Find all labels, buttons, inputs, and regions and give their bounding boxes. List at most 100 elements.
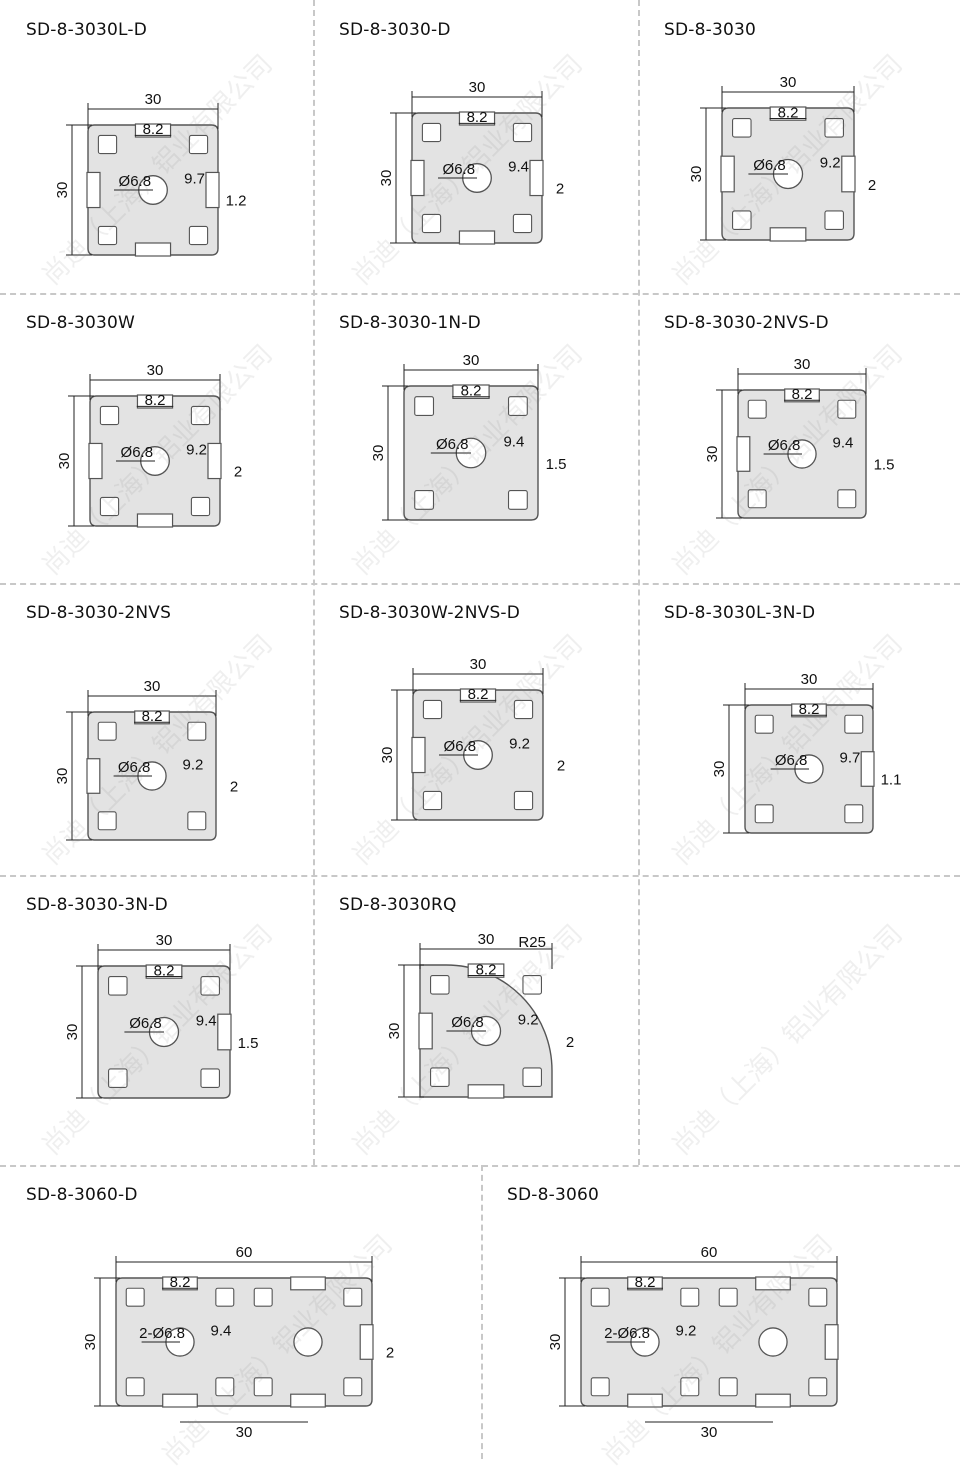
hole-label: Ø6.8 (753, 157, 786, 174)
dimension-a-label: 9.2 (509, 736, 530, 753)
height-label: 30 (64, 1024, 81, 1041)
profile-slot (86, 758, 101, 794)
profile-slot (290, 1276, 326, 1291)
divider (481, 1165, 483, 1459)
profile-slot (769, 227, 807, 242)
profile-cavity (200, 976, 220, 996)
divider (0, 583, 960, 585)
dimension-a-label: 9.2 (186, 442, 207, 459)
profile-cavity (187, 811, 207, 831)
profile-body (115, 1276, 374, 1408)
divider (0, 293, 960, 295)
dimension-b-label: 2 (386, 1344, 394, 1361)
profile-cavity (97, 811, 117, 831)
profile-cavity (200, 1068, 220, 1088)
profile-body (97, 964, 232, 1099)
width-label: 30 (156, 932, 173, 949)
slot-label: 8.2 (792, 386, 813, 403)
profile-slot (755, 1393, 791, 1408)
profile-cavity (844, 804, 864, 824)
hole-label: Ø6.8 (129, 1015, 162, 1032)
dimension-b-label: 1.5 (238, 1035, 259, 1052)
profile-slot (136, 513, 174, 528)
profile-cavity (125, 1377, 145, 1397)
profile-title: SD-8-3030L-3N-D (664, 603, 816, 623)
profile-slot (162, 1393, 198, 1408)
profile-slot (452, 384, 490, 399)
profile-slot (290, 1393, 326, 1408)
profile-title: SD-8-3060 (507, 1185, 600, 1205)
radius-label: R25 (518, 934, 546, 951)
profile-slot (88, 442, 103, 480)
height-label: 30 (386, 1023, 403, 1040)
profile-cavity (97, 721, 117, 741)
profile-cavity (414, 489, 435, 510)
dimension-a-label: 9.4 (211, 1323, 232, 1340)
profile-outline (580, 1277, 838, 1407)
slot-label: 8.2 (145, 392, 166, 409)
profile-cavity (421, 122, 442, 143)
hole-label: Ø6.8 (444, 738, 477, 755)
profile-cavity (808, 1287, 828, 1307)
profile-cavity (754, 714, 774, 734)
profile-cavity (97, 134, 118, 155)
slot-label: 8.2 (778, 104, 799, 121)
height-label: 30 (56, 453, 73, 470)
profile-slot (769, 106, 807, 121)
profile-slot (529, 159, 544, 197)
profile-cavity (215, 1377, 235, 1397)
dimension-b-label: 1.5 (874, 456, 895, 473)
profile-slot (791, 703, 827, 718)
slot-label: 8.2 (170, 1274, 191, 1291)
width-label: 60 (701, 1244, 718, 1261)
hole-label: Ø6.8 (775, 752, 808, 769)
profile-slot (458, 230, 496, 245)
width-label: 30 (144, 678, 161, 695)
profile-slot (162, 1276, 198, 1291)
profile-cavity (680, 1377, 700, 1397)
hole-label: Ø6.8 (121, 444, 154, 461)
dimension-a-label: 9.2 (518, 1011, 539, 1028)
profile-cavity (422, 790, 443, 811)
profile-cavity (747, 489, 767, 509)
slot-label: 8.2 (467, 109, 488, 126)
profile-outline (115, 1277, 373, 1407)
profile-cavity (99, 496, 120, 517)
width-label: 60 (236, 1244, 253, 1261)
profile-cavity (421, 213, 442, 234)
profile-cavity (824, 210, 844, 230)
profile-slot (784, 388, 820, 403)
width-label: 30 (470, 656, 487, 673)
dimension-a-label: 9.7 (184, 171, 205, 188)
profile-slot (841, 155, 856, 193)
slot-label: 8.2 (461, 382, 482, 399)
profile-cavity (507, 396, 528, 417)
profile-title: SD-8-3030W (26, 313, 136, 333)
hole-label: 2-Ø6.8 (139, 1325, 185, 1342)
profile-cavity (187, 721, 207, 741)
profile-cavity (680, 1287, 700, 1307)
profile-title: SD-8-3030 (664, 20, 757, 40)
width-label: 30 (801, 671, 818, 688)
profile-cavity (125, 1287, 145, 1307)
pitch-label: 30 (236, 1424, 253, 1441)
profile-cavity (837, 489, 857, 509)
profile-cavity (513, 699, 534, 720)
profile-slot (134, 710, 170, 725)
profile-cavity (747, 399, 767, 419)
profile-cavity (590, 1287, 610, 1307)
profile-cavity (253, 1377, 273, 1397)
profile-title: SD-8-3030L-D (26, 20, 148, 40)
